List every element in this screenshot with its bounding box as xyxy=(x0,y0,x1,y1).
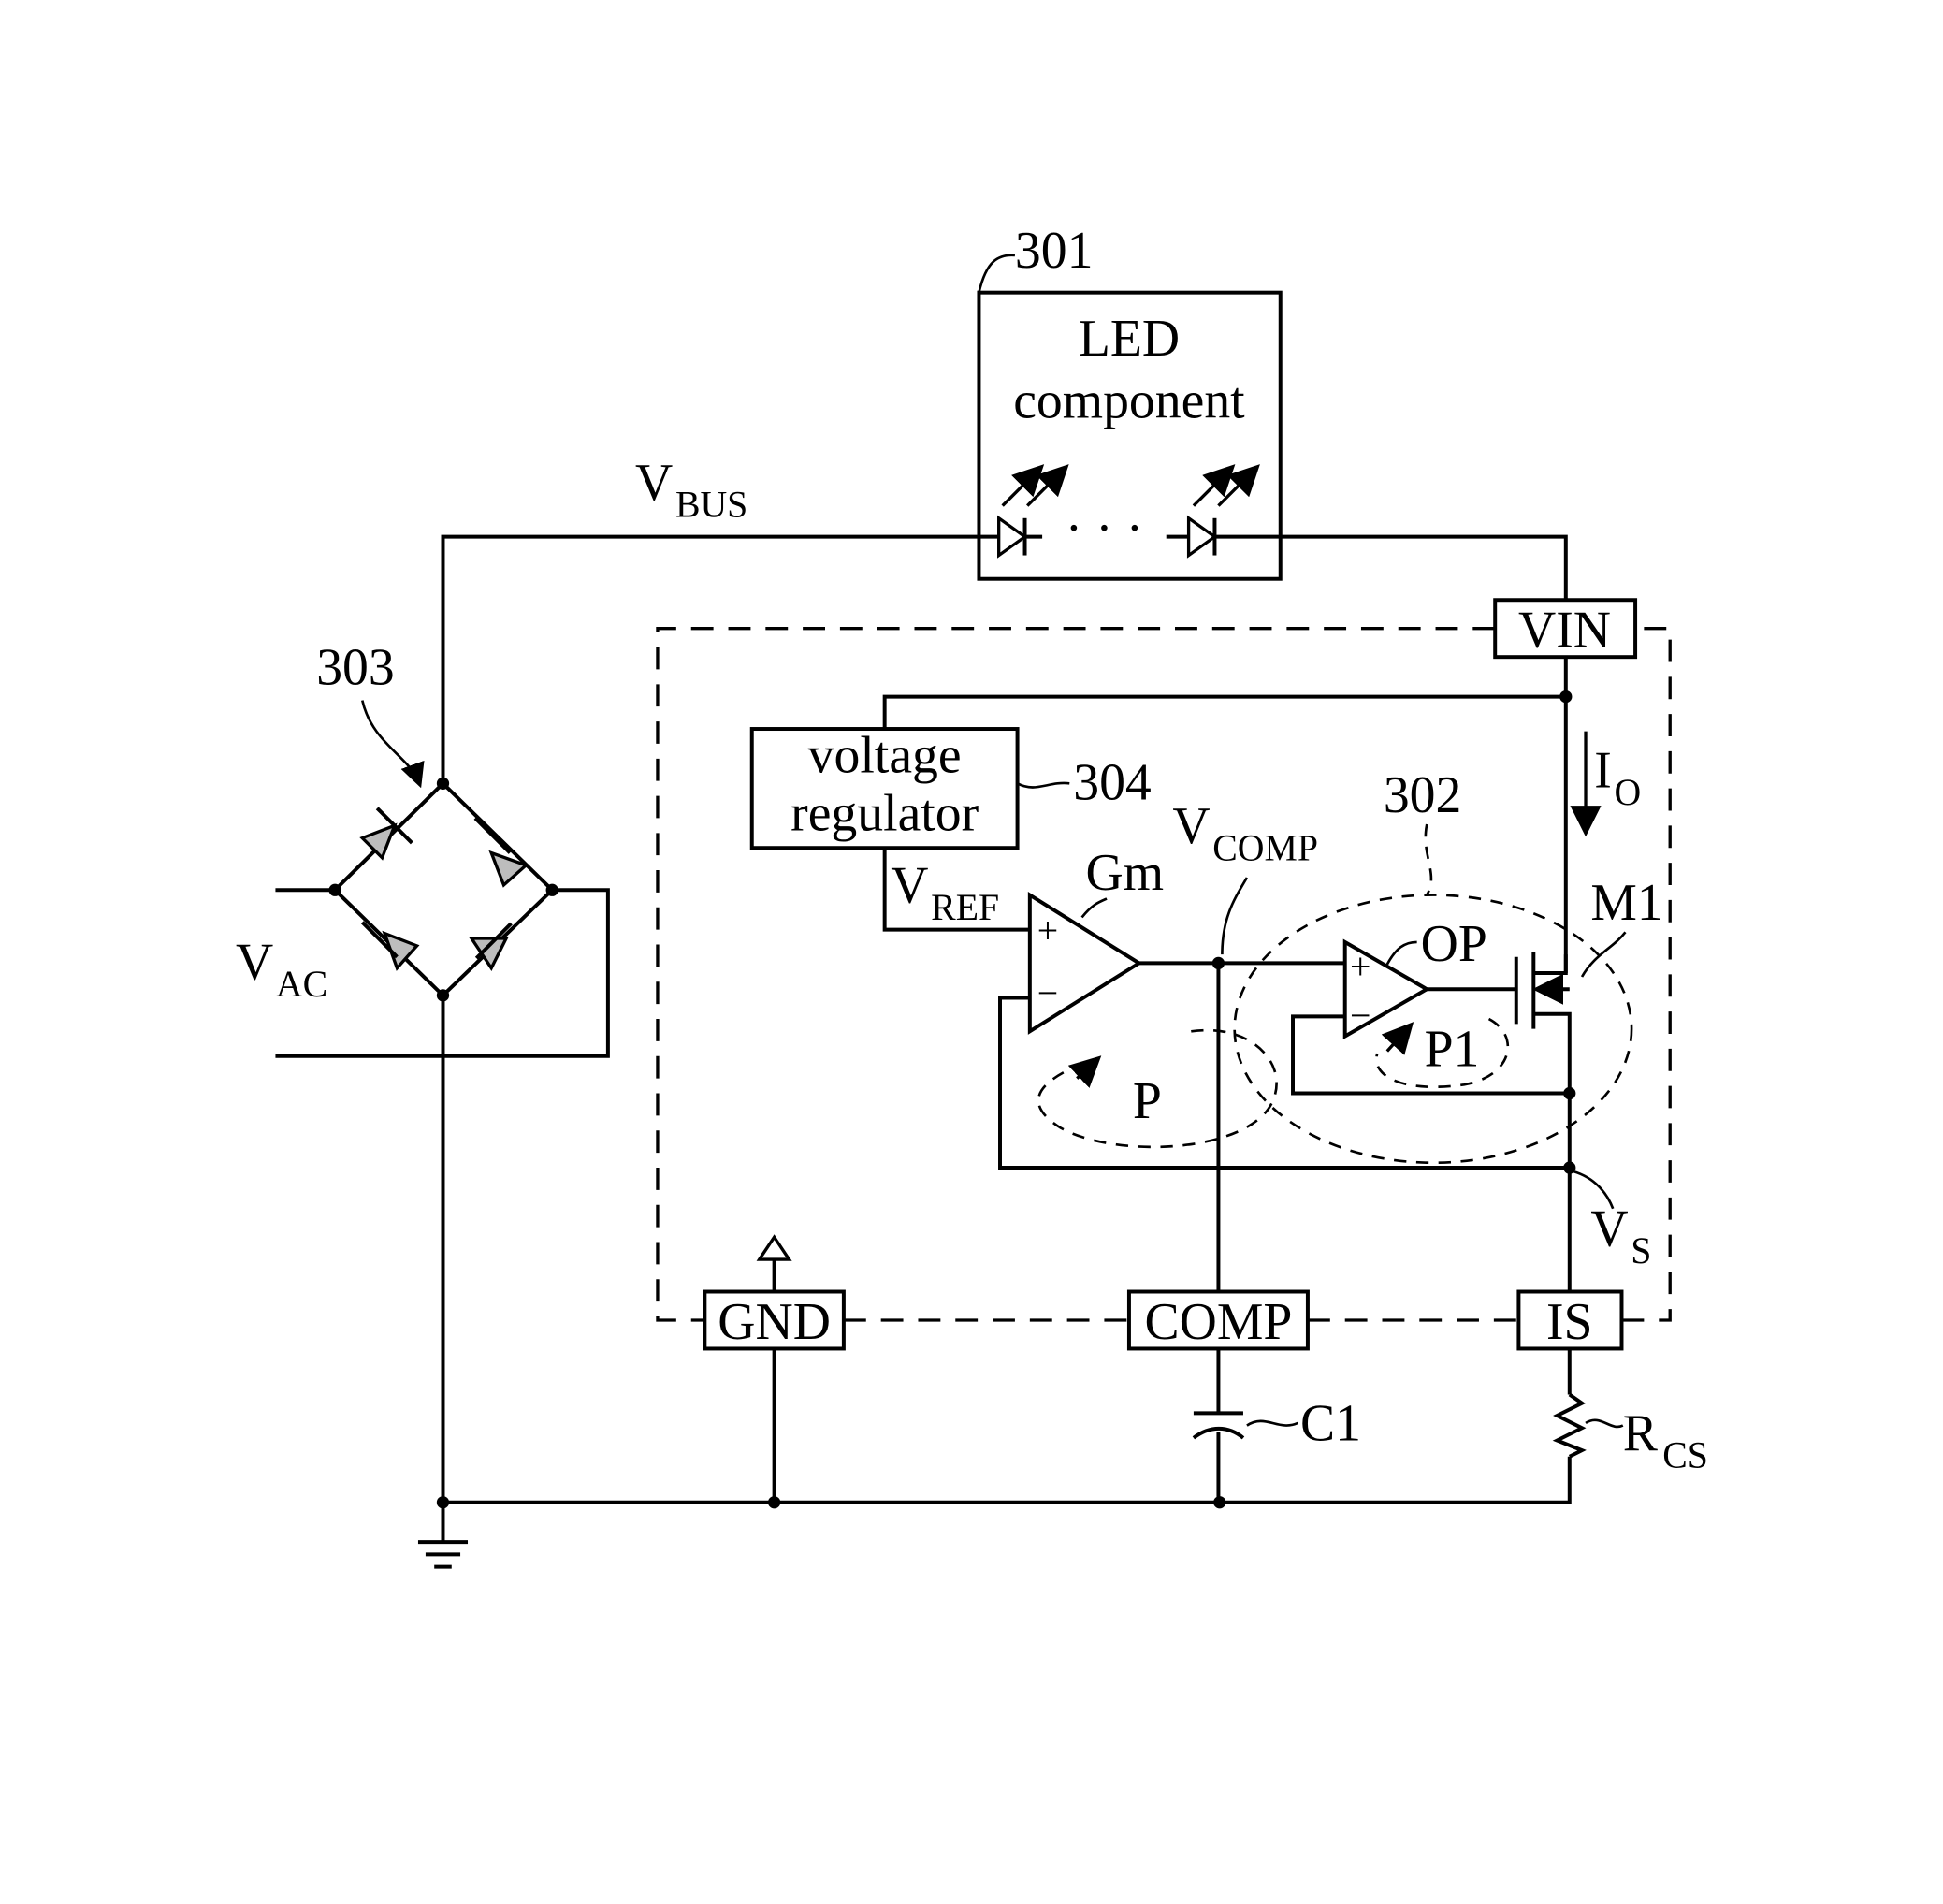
c1-label: C1 xyxy=(1300,1395,1361,1453)
m1-label: M1 xyxy=(1590,874,1662,932)
ref-301: 301 xyxy=(1015,222,1094,280)
junction-dot xyxy=(1212,957,1225,969)
loop-p-arrow-icon xyxy=(1077,1060,1096,1079)
m1-leader xyxy=(1582,932,1625,977)
vcomp-label: VCOMP xyxy=(1172,797,1318,869)
leader-304 xyxy=(1018,783,1070,788)
vs-label: VS xyxy=(1590,1200,1651,1272)
vbus-label: VBUS xyxy=(635,454,747,526)
loop-p1-label: P1 xyxy=(1425,1020,1480,1078)
junction-dot xyxy=(546,884,558,896)
ground-icon xyxy=(418,1503,468,1567)
pin-comp-label: COMP xyxy=(1145,1293,1293,1351)
op-minus-sign: − xyxy=(1350,995,1370,1036)
voltage-regulator-label-line2: regulator xyxy=(790,785,979,843)
junction-dot xyxy=(437,778,449,790)
pin-is-label: IS xyxy=(1546,1293,1593,1351)
regulator-supply-wire xyxy=(885,697,1566,729)
ref-304: 304 xyxy=(1073,754,1152,812)
op-leader xyxy=(1387,942,1417,965)
leader-301 xyxy=(979,255,1014,293)
ref-303: 303 xyxy=(316,638,395,696)
leader-303 xyxy=(362,701,419,784)
led-component-label-line1: LED xyxy=(1079,310,1180,368)
junction-dot xyxy=(1563,1087,1575,1099)
internal-ground-arrow-icon xyxy=(760,1237,790,1291)
io-label: IO xyxy=(1594,741,1641,813)
mosfet-m1 xyxy=(1516,952,1570,1292)
vcomp-leader xyxy=(1222,878,1247,954)
op-plus-sign: + xyxy=(1350,947,1370,988)
rcs-label: RCS xyxy=(1623,1404,1708,1476)
rectifier-diode-icon xyxy=(475,818,526,885)
led-string-ellipsis: · · · xyxy=(1066,500,1143,558)
ref-302: 302 xyxy=(1384,766,1462,824)
vref-label: VREF xyxy=(891,857,999,929)
vac-label: VAC xyxy=(236,934,327,1006)
pin-vin-label: VIN xyxy=(1518,602,1611,660)
leader-302 xyxy=(1426,824,1431,895)
junction-dot xyxy=(328,884,341,896)
ground-rail xyxy=(442,996,1569,1503)
gm-label: Gm xyxy=(1086,844,1165,902)
rectifier-diode-icon xyxy=(362,808,412,858)
pin-gnd-label: GND xyxy=(718,1293,831,1351)
gm-plus-sign: + xyxy=(1037,910,1058,952)
resistor-rcs-icon xyxy=(1558,1394,1583,1456)
led-component-label-line2: component xyxy=(1013,372,1245,430)
bridge-rectifier xyxy=(335,783,552,996)
op-label: OP xyxy=(1421,915,1487,973)
loop-p1-arrow-icon xyxy=(1387,1026,1410,1051)
rcs-leader xyxy=(1586,1420,1623,1427)
loop-p-label: P xyxy=(1133,1072,1162,1130)
junction-dot xyxy=(1559,690,1572,703)
voltage-regulator-label-line1: voltage xyxy=(808,726,962,784)
c1-leader xyxy=(1247,1421,1298,1426)
gm-feedback-wire xyxy=(1000,998,1570,1169)
gm-minus-sign: − xyxy=(1037,972,1058,1013)
